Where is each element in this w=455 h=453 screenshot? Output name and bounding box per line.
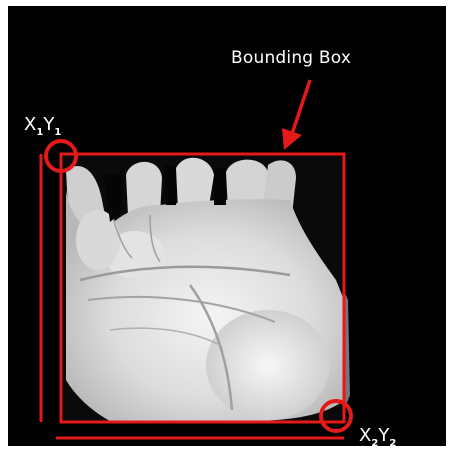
tl-y: Y: [43, 114, 54, 135]
bounding-box-label: Bounding Box: [231, 50, 351, 67]
top-left-coordinate-label: X1Y1: [24, 116, 61, 134]
tl-y-sub: 1: [54, 127, 61, 138]
br-y-sub: 2: [389, 438, 396, 449]
br-x-sub: 2: [371, 438, 378, 449]
tl-x: X: [24, 114, 36, 135]
br-y: Y: [378, 425, 389, 446]
palm-image: [63, 153, 344, 421]
br-x: X: [359, 425, 371, 446]
bottom-right-coordinate-label: X2Y2: [359, 427, 396, 445]
tl-x-sub: 1: [36, 127, 43, 138]
